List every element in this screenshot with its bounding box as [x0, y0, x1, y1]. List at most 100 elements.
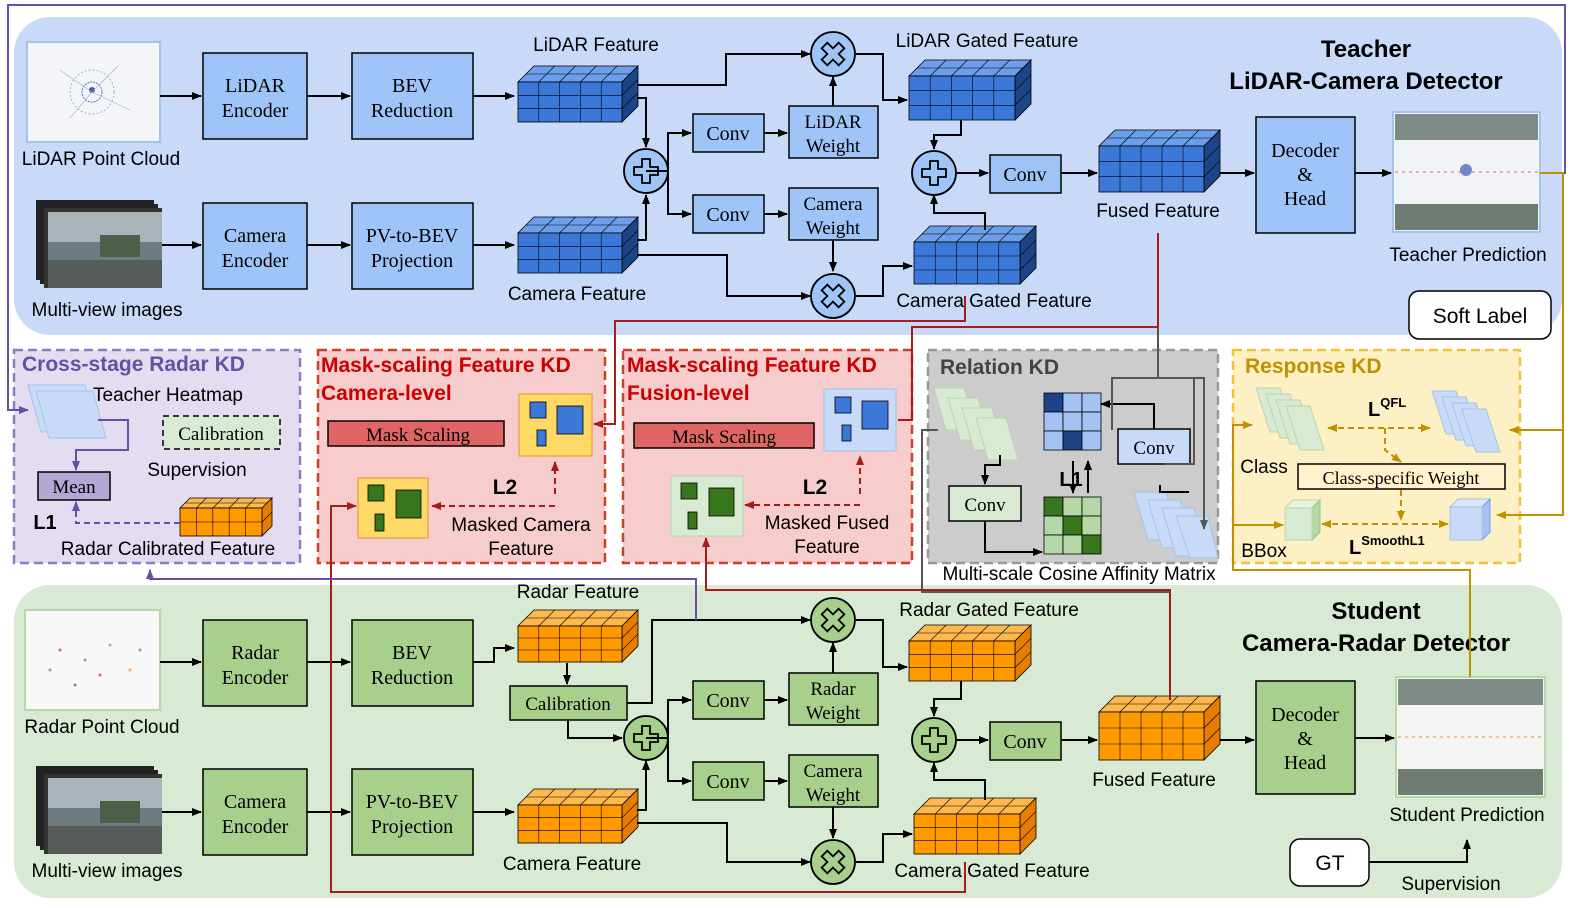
svg-text:Reduction: Reduction: [371, 100, 453, 122]
lidar-gated-label: LiDAR Gated Feature: [896, 31, 1079, 52]
teacher-fuse-conv: Conv: [989, 154, 1062, 194]
svg-text:BEV: BEV: [392, 75, 433, 97]
lidar-feature-cube: [517, 65, 639, 123]
student-calibration-box: Calibration: [509, 685, 628, 721]
response-title: Response KD: [1245, 355, 1382, 378]
teacher-pv-to-bev: PV-to-BEV Projection: [351, 202, 474, 290]
feature-cubes: [179, 59, 1221, 855]
svg-text:Camera: Camera: [224, 791, 286, 813]
teacher-fused-label: Fused Feature: [1096, 201, 1220, 222]
relation-l1: L1: [1059, 469, 1082, 491]
relation-student-stack: [933, 387, 1019, 461]
student-fused-label: Fused Feature: [1092, 770, 1216, 791]
response-teacher-class-stack: [1431, 390, 1501, 453]
svg-text:Camera: Camera: [224, 225, 286, 247]
soft-label-box: Soft Label: [1408, 290, 1552, 340]
svg-text:Calibration: Calibration: [525, 694, 611, 715]
svg-text:&: &: [1297, 164, 1313, 186]
lidar-feature-label: LiDAR Feature: [533, 35, 659, 56]
svg-text:Conv: Conv: [706, 204, 749, 226]
student-prediction-image: [1395, 676, 1546, 798]
masked-fused-label-1: Masked Fused: [765, 513, 890, 534]
svg-text:Conv: Conv: [706, 771, 749, 793]
teacher-camera-encoder: Camera Encoder: [202, 202, 308, 290]
relation-conv-teacher: Conv: [1117, 428, 1191, 465]
student-fused-cube: [1098, 695, 1221, 761]
lidar-gated-cube: [908, 59, 1032, 121]
svg-text:Weight: Weight: [806, 136, 861, 157]
svg-text:Mean: Mean: [52, 477, 96, 498]
svg-text:Encoder: Encoder: [222, 100, 289, 122]
red-dashed-arrows: [431, 455, 864, 510]
student-camera-encoder: Camera Encoder: [202, 768, 308, 856]
lqfl-label: LQFL: [1368, 395, 1406, 421]
student-camera-gated-label: Camera Gated Feature: [894, 861, 1089, 882]
teacher-affinity-matrix: [1043, 392, 1102, 451]
teacher-title-2: LiDAR-Camera Detector: [1229, 68, 1502, 95]
svg-text:Weight: Weight: [806, 703, 861, 724]
svg-text:Decoder: Decoder: [1271, 140, 1339, 162]
relation-conv-student: Conv: [948, 485, 1022, 522]
student-conv-radar: Conv: [692, 680, 765, 720]
teacher-lidar-encoder: LiDAR Encoder: [202, 52, 308, 140]
svg-text:Conv: Conv: [706, 123, 749, 145]
mask-fusion-title-2: Fusion-level: [627, 382, 750, 405]
class-specific-weight-box: Class-specific Weight: [1297, 463, 1506, 490]
teacher-multiview-label: Multi-view images: [32, 300, 183, 321]
student-radar-encoder: Radar Encoder: [202, 619, 308, 707]
svg-text:PV-to-BEV: PV-to-BEV: [366, 791, 459, 813]
lidar-point-cloud-image: [26, 41, 161, 143]
teacher-conv-lidar: Conv: [692, 113, 765, 153]
student-add-op-2: [911, 717, 957, 763]
radar-gated-cube: [908, 624, 1032, 682]
svg-text:Camera: Camera: [803, 194, 863, 215]
svg-text:Encoder: Encoder: [222, 667, 289, 689]
mask-fusion-l2: L2: [803, 476, 828, 499]
mask-camera-title-2: Camera-level: [321, 382, 452, 405]
response-teacher-bbox-cube: [1448, 497, 1492, 542]
teacher-title-1: Teacher: [1321, 36, 1411, 63]
svg-text:Mask Scaling: Mask Scaling: [672, 427, 776, 448]
masked-fused-label-2: Feature: [794, 537, 859, 558]
black-arrows: [160, 50, 1471, 866]
cross-stage-title: Cross-stage Radar KD: [22, 353, 245, 376]
svg-text:GT: GT: [1315, 852, 1344, 875]
student-camera-feature-cube: [517, 788, 639, 844]
svg-text:Weight: Weight: [806, 785, 861, 806]
svg-text:LiDAR: LiDAR: [805, 112, 862, 133]
svg-text:Conv: Conv: [964, 495, 1006, 516]
svg-text:Reduction: Reduction: [371, 667, 453, 689]
student-camera-weight-box: Camera Weight: [788, 754, 879, 808]
teacher-camera-gated-cube: [913, 225, 1037, 285]
mask-camera-l2: L2: [493, 476, 518, 499]
gold-dashed-arrows: [1321, 424, 1449, 528]
purple-dashed-arrows: [72, 501, 180, 524]
teacher-camera-feature-label: Camera Feature: [508, 284, 646, 305]
student-title-2: Camera-Radar Detector: [1242, 630, 1510, 657]
bbox-label: BBox: [1241, 541, 1287, 562]
svg-text:Conv: Conv: [1003, 164, 1046, 186]
teacher-camera-gated-label: Camera Gated Feature: [896, 291, 1091, 312]
teacher-heatmap-icon: [27, 384, 107, 439]
svg-text:Radar: Radar: [810, 679, 856, 700]
cross-stage-l1: L1: [33, 512, 56, 534]
mask-camera-title-1: Mask-scaling Feature KD: [321, 354, 571, 377]
svg-text:LiDAR: LiDAR: [225, 75, 286, 97]
mask-fusion-student-map: [670, 475, 744, 537]
teacher-camera-weight-box: Camera Weight: [788, 187, 879, 241]
gt-box: GT: [1289, 838, 1370, 887]
radar-point-cloud-label: Radar Point Cloud: [24, 717, 179, 738]
teacher-camera-feature-cube: [517, 216, 639, 274]
mask-camera-teacher-map: [518, 393, 593, 457]
supervision-label: Supervision: [1401, 874, 1500, 895]
mask-camera-scaling-box: Mask Scaling: [327, 420, 505, 447]
student-prediction-label: Student Prediction: [1389, 805, 1544, 826]
student-pv-to-bev: PV-to-BEV Projection: [351, 768, 474, 856]
svg-text:Mask Scaling: Mask Scaling: [366, 425, 470, 446]
teacher-heatmap-label: Teacher Heatmap: [93, 385, 243, 406]
masked-camera-label-2: Feature: [488, 539, 553, 560]
student-camera-gated-cube: [913, 797, 1037, 855]
calibration-supervision-box: Calibration: [162, 415, 281, 450]
